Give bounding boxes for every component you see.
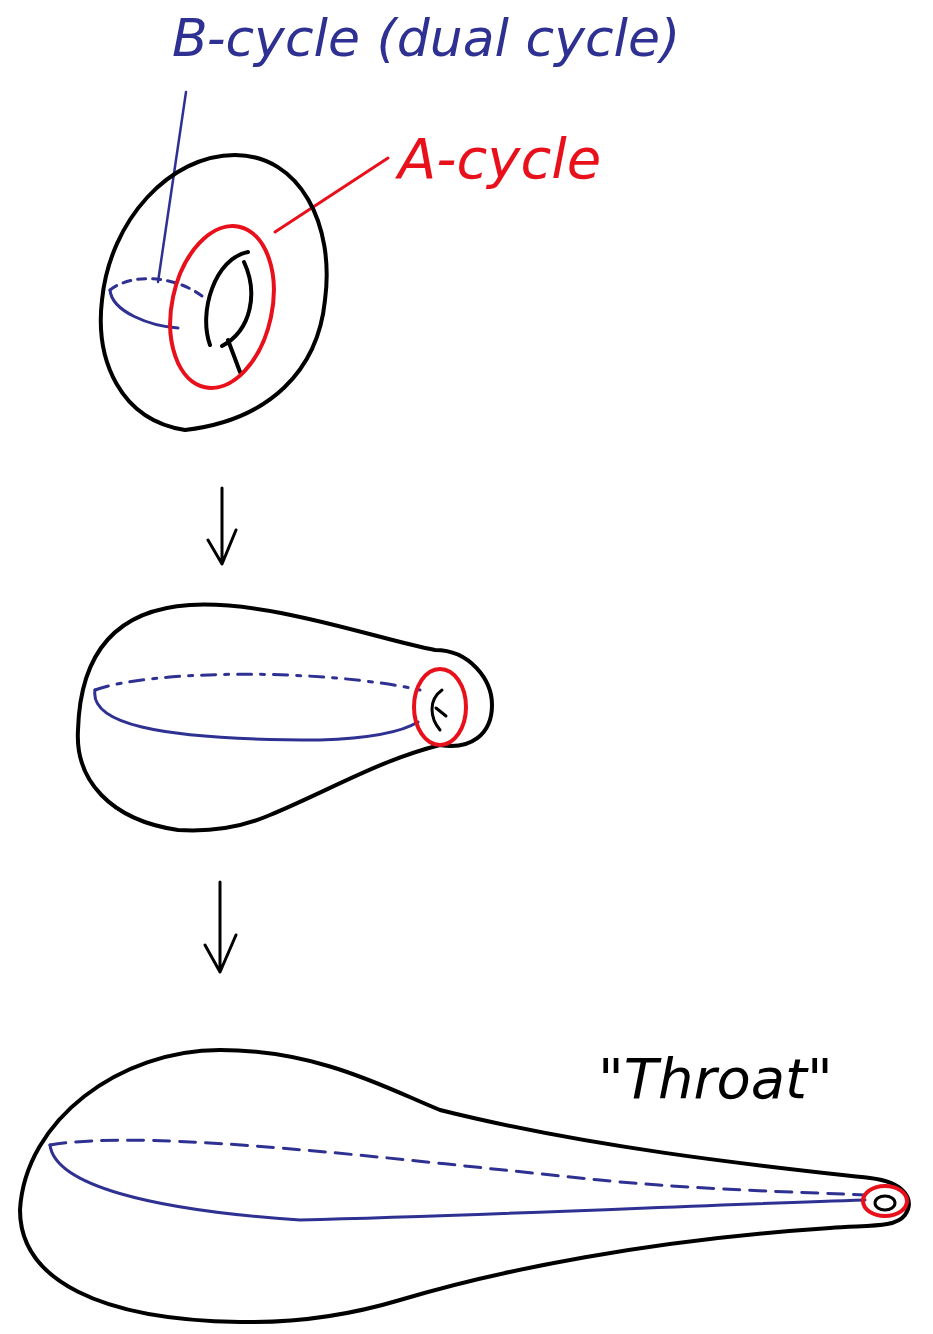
b-cycle [50, 1140, 865, 1195]
b-cycle [50, 1145, 865, 1220]
torus-hole [432, 690, 446, 730]
torus-outline [101, 155, 327, 430]
a-cycle [156, 216, 288, 397]
cycle-label: A-cycle [398, 128, 601, 190]
region-label: "Throat" [598, 1048, 833, 1110]
a-cycle [414, 669, 466, 745]
arrow [205, 882, 236, 972]
b-cycle [110, 279, 202, 296]
cycle-label: B-cycle (dual cycle) [172, 10, 680, 67]
torus-hole [875, 1196, 895, 1210]
torus-hole [222, 262, 251, 372]
b-cycle [110, 290, 178, 328]
leader-line [158, 92, 186, 282]
b-cycle [95, 690, 418, 740]
arrow [208, 488, 236, 564]
leader-line [275, 158, 388, 232]
a-cycle [863, 1186, 907, 1216]
b-cycle [95, 674, 420, 690]
torus-outline [78, 605, 492, 831]
